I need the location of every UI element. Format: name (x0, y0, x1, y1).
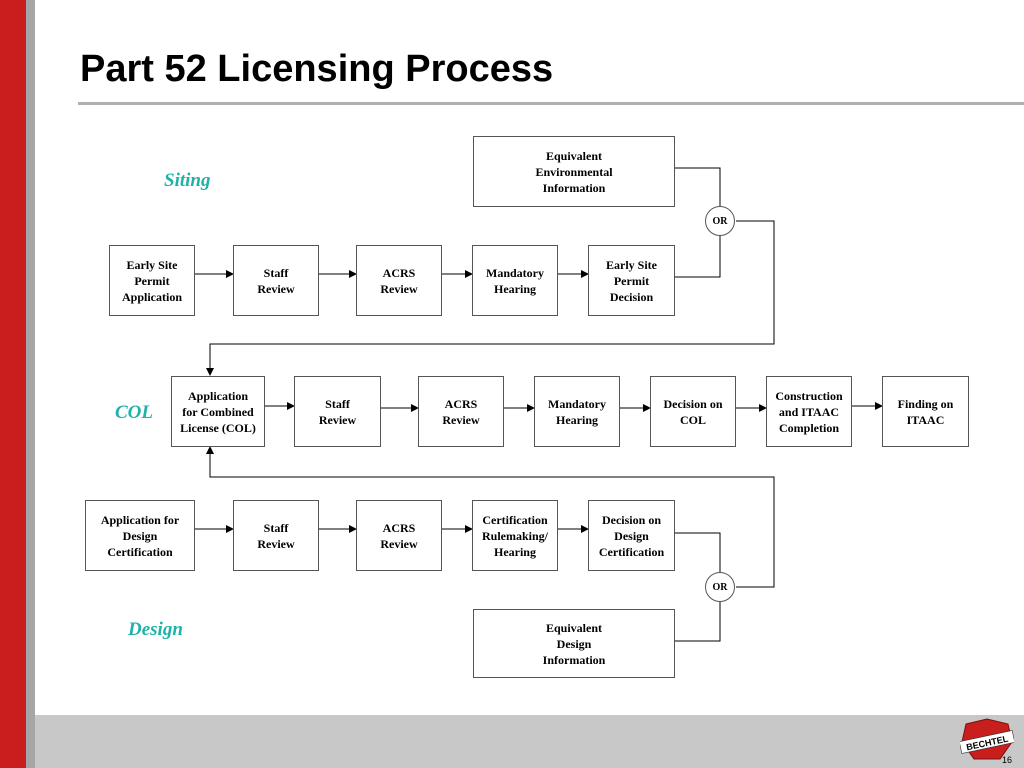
box-dc-application: Application for Design Certification (85, 500, 195, 571)
box-col-application: Application for Combined License (COL) (171, 376, 265, 447)
box-decision-on-design-certification: Decision on Design Certification (588, 500, 675, 571)
box-equivalent-environmental-information: Equivalent Environmental Information (473, 136, 675, 207)
footer-band (35, 715, 1024, 768)
box-construction-itaac-completion: Construction and ITAAC Completion (766, 376, 852, 447)
line-or-to-col (206, 220, 775, 376)
box-col-acrs-review: ACRS Review (418, 376, 504, 447)
box-col-staff-review: Staff Review (294, 376, 381, 447)
or-node-design: OR (705, 572, 735, 602)
section-label-siting: Siting (164, 170, 211, 191)
section-label-design: Design (128, 619, 183, 640)
title-underline (78, 102, 1024, 105)
left-gray-stripe (26, 0, 35, 768)
box-certification-rulemaking-hearing: Certification Rulemaking/ Hearing (472, 500, 558, 571)
line-or-to-col-up (206, 446, 775, 588)
box-equivalent-design-information: Equivalent Design Information (473, 609, 675, 678)
line-eqdesign-to-or (675, 602, 721, 642)
box-col-mandatory-hearing: Mandatory Hearing (534, 376, 620, 447)
box-siting-mandatory-hearing: Mandatory Hearing (472, 245, 558, 316)
left-red-stripe (0, 0, 26, 768)
box-esp-decision: Early Site Permit Decision (588, 245, 675, 316)
box-siting-staff-review: Staff Review (233, 245, 319, 316)
slide-title: Part 52 Licensing Process (80, 48, 554, 90)
box-design-acrs-review: ACRS Review (356, 500, 442, 571)
line-dc-to-or (675, 532, 721, 572)
page-number: 16 (1002, 755, 1013, 765)
box-siting-acrs-review: ACRS Review (356, 245, 442, 316)
section-label-col: COL (115, 402, 153, 423)
or-node-siting: OR (705, 206, 735, 236)
box-decision-on-col: Decision on COL (650, 376, 736, 447)
line-esp-to-or (675, 236, 721, 278)
bechtel-logo: BECHTEL (960, 718, 1014, 760)
box-design-staff-review: Staff Review (233, 500, 319, 571)
box-finding-on-itaac: Finding on ITAAC (882, 376, 969, 447)
line-env-to-or (675, 167, 721, 206)
box-esp-application: Early Site Permit Application (109, 245, 195, 316)
